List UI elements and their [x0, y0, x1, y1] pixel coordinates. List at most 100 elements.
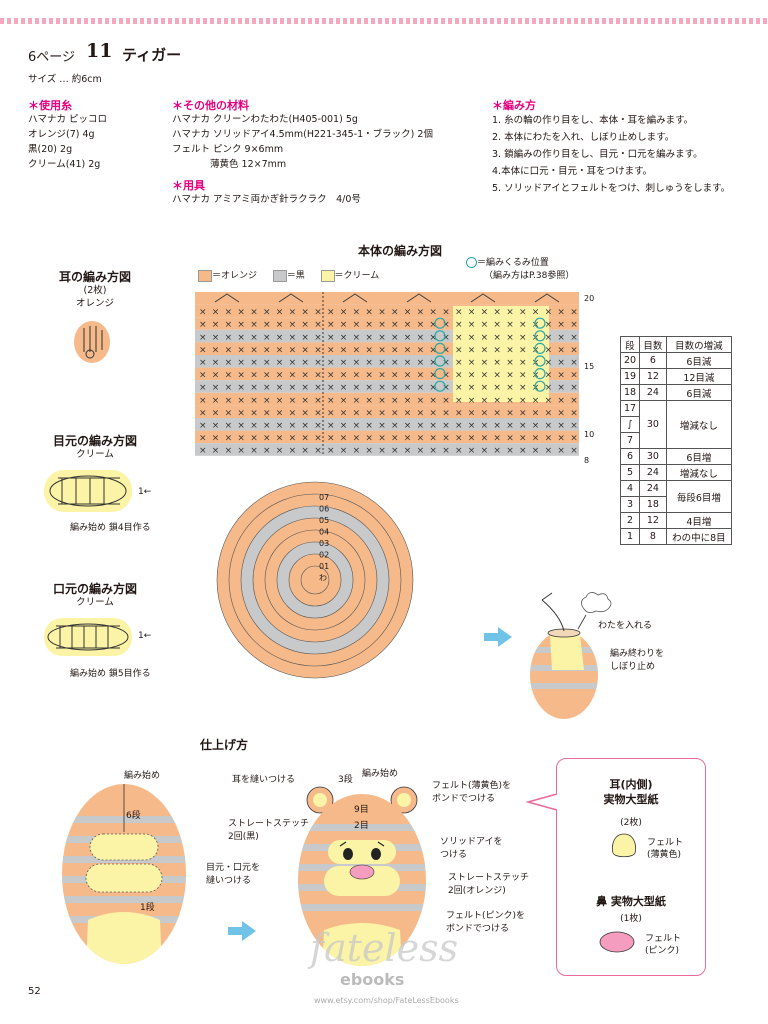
- svg-text:×: ×: [340, 383, 348, 393]
- svg-text:×: ×: [353, 371, 361, 381]
- svg-text:×: ×: [468, 333, 476, 343]
- svg-text:×: ×: [225, 345, 233, 355]
- svg-text:×: ×: [276, 308, 284, 318]
- svg-text:×: ×: [378, 408, 386, 418]
- svg-text:×: ×: [429, 371, 437, 381]
- svg-text:×: ×: [199, 434, 207, 444]
- svg-text:×: ×: [545, 358, 553, 368]
- svg-text:×: ×: [557, 383, 565, 393]
- svg-text:×: ×: [519, 421, 527, 431]
- mouth-color: クリーム: [76, 597, 114, 608]
- svg-text:×: ×: [212, 421, 220, 431]
- svg-text:×: ×: [468, 396, 476, 406]
- svg-text:×: ×: [570, 358, 578, 368]
- svg-text:×: ×: [237, 446, 245, 456]
- material-item: ハマナカ クリーンわたわた(H405-001) 5g: [172, 114, 358, 125]
- svg-text:×: ×: [365, 308, 373, 318]
- svg-text:×: ×: [263, 371, 271, 381]
- material-item: ハマナカ ソリッドアイ4.5mm(H221-345-1・ブラック) 2個: [172, 129, 433, 140]
- svg-text:×: ×: [545, 333, 553, 343]
- svg-text:×: ×: [327, 396, 335, 406]
- round-label: 01: [319, 562, 329, 571]
- legend-label: ＝オレンジ: [212, 271, 258, 281]
- svg-text:×: ×: [263, 383, 271, 393]
- svg-text:×: ×: [532, 308, 540, 318]
- svg-text:×: ×: [532, 396, 540, 406]
- svg-text:×: ×: [557, 408, 565, 418]
- size-info: サイズ … 約6cm: [28, 74, 102, 85]
- top-border: [0, 18, 768, 24]
- ear-diagram: [74, 321, 110, 363]
- black-stitch-note: ストレートステッチ 2回(黒): [228, 819, 310, 842]
- svg-text:×: ×: [199, 446, 207, 456]
- svg-text:×: ×: [365, 320, 373, 330]
- svg-text:×: ×: [493, 345, 501, 355]
- svg-text:×: ×: [314, 396, 322, 406]
- svg-text:×: ×: [212, 396, 220, 406]
- svg-text:×: ×: [442, 308, 450, 318]
- svg-text:×: ×: [327, 358, 335, 368]
- eye-row-mark: 1←: [138, 487, 152, 497]
- svg-text:×: ×: [570, 333, 578, 343]
- svg-text:×: ×: [289, 446, 297, 456]
- svg-text:×: ×: [276, 345, 284, 355]
- svg-text:×: ×: [327, 421, 335, 431]
- nose-pattern-count: (1枚): [620, 914, 642, 924]
- method-step: 1. 糸の輪の作り目をし、本体・耳を編みます。: [492, 115, 694, 126]
- svg-text:×: ×: [289, 308, 297, 318]
- other-materials-heading: ＊その他の材料: [172, 99, 249, 112]
- svg-text:×: ×: [225, 383, 233, 393]
- svg-text:×: ×: [493, 308, 501, 318]
- svg-text:×: ×: [468, 408, 476, 418]
- svg-text:×: ×: [391, 396, 399, 406]
- svg-text:×: ×: [468, 446, 476, 456]
- svg-text:×: ×: [404, 358, 412, 368]
- svg-text:×: ×: [506, 383, 514, 393]
- svg-text:×: ×: [289, 371, 297, 381]
- svg-text:×: ×: [353, 383, 361, 393]
- svg-text:×: ×: [340, 358, 348, 368]
- svg-text:×: ×: [391, 333, 399, 343]
- table-header-row: 段 目数 目数の増減: [619, 336, 733, 353]
- svg-text:×: ×: [404, 320, 412, 330]
- svg-text:×: ×: [545, 383, 553, 393]
- svg-text:×: ×: [250, 396, 258, 406]
- svg-text:×: ×: [276, 421, 284, 431]
- svg-text:×: ×: [199, 320, 207, 330]
- svg-text:×: ×: [327, 345, 335, 355]
- round-label: わ: [319, 574, 327, 583]
- svg-text:×: ×: [199, 358, 207, 368]
- svg-text:×: ×: [378, 333, 386, 343]
- svg-text:×: ×: [545, 308, 553, 318]
- svg-text:×: ×: [455, 421, 463, 431]
- svg-text:×: ×: [250, 421, 258, 431]
- svg-text:×: ×: [570, 421, 578, 431]
- svg-text:×: ×: [570, 371, 578, 381]
- svg-text:×: ×: [314, 383, 322, 393]
- svg-text:×: ×: [314, 308, 322, 318]
- yarn-item: クリーム(41) 2g: [28, 159, 101, 170]
- svg-text:×: ×: [225, 358, 233, 368]
- eye-title: 目元の編み方図: [52, 434, 137, 448]
- svg-text:×: ×: [481, 308, 489, 318]
- svg-text:×: ×: [404, 446, 412, 456]
- svg-text:×: ×: [263, 446, 271, 456]
- svg-text:×: ×: [442, 396, 450, 406]
- svg-text:×: ×: [506, 421, 514, 431]
- svg-text:×: ×: [289, 383, 297, 393]
- svg-text:×: ×: [199, 333, 207, 343]
- svg-text:×: ×: [442, 383, 450, 393]
- svg-text:×: ×: [237, 333, 245, 343]
- svg-text:×: ×: [506, 408, 514, 418]
- yarn-list: ハマナカ ピッコロ オレンジ(7) 4g 黒(20) 2g クリーム(41) 2…: [28, 112, 107, 172]
- method-step: 4.本体に口元・目元・耳をつけます。: [492, 166, 653, 177]
- svg-text:×: ×: [429, 434, 437, 444]
- svg-text:×: ×: [237, 345, 245, 355]
- svg-text:×: ×: [557, 358, 565, 368]
- svg-text:×: ×: [225, 320, 233, 330]
- svg-text:×: ×: [237, 421, 245, 431]
- svg-text:×: ×: [429, 320, 437, 330]
- svg-text:×: ×: [532, 434, 540, 444]
- legend-label: ＝クリーム: [334, 271, 380, 281]
